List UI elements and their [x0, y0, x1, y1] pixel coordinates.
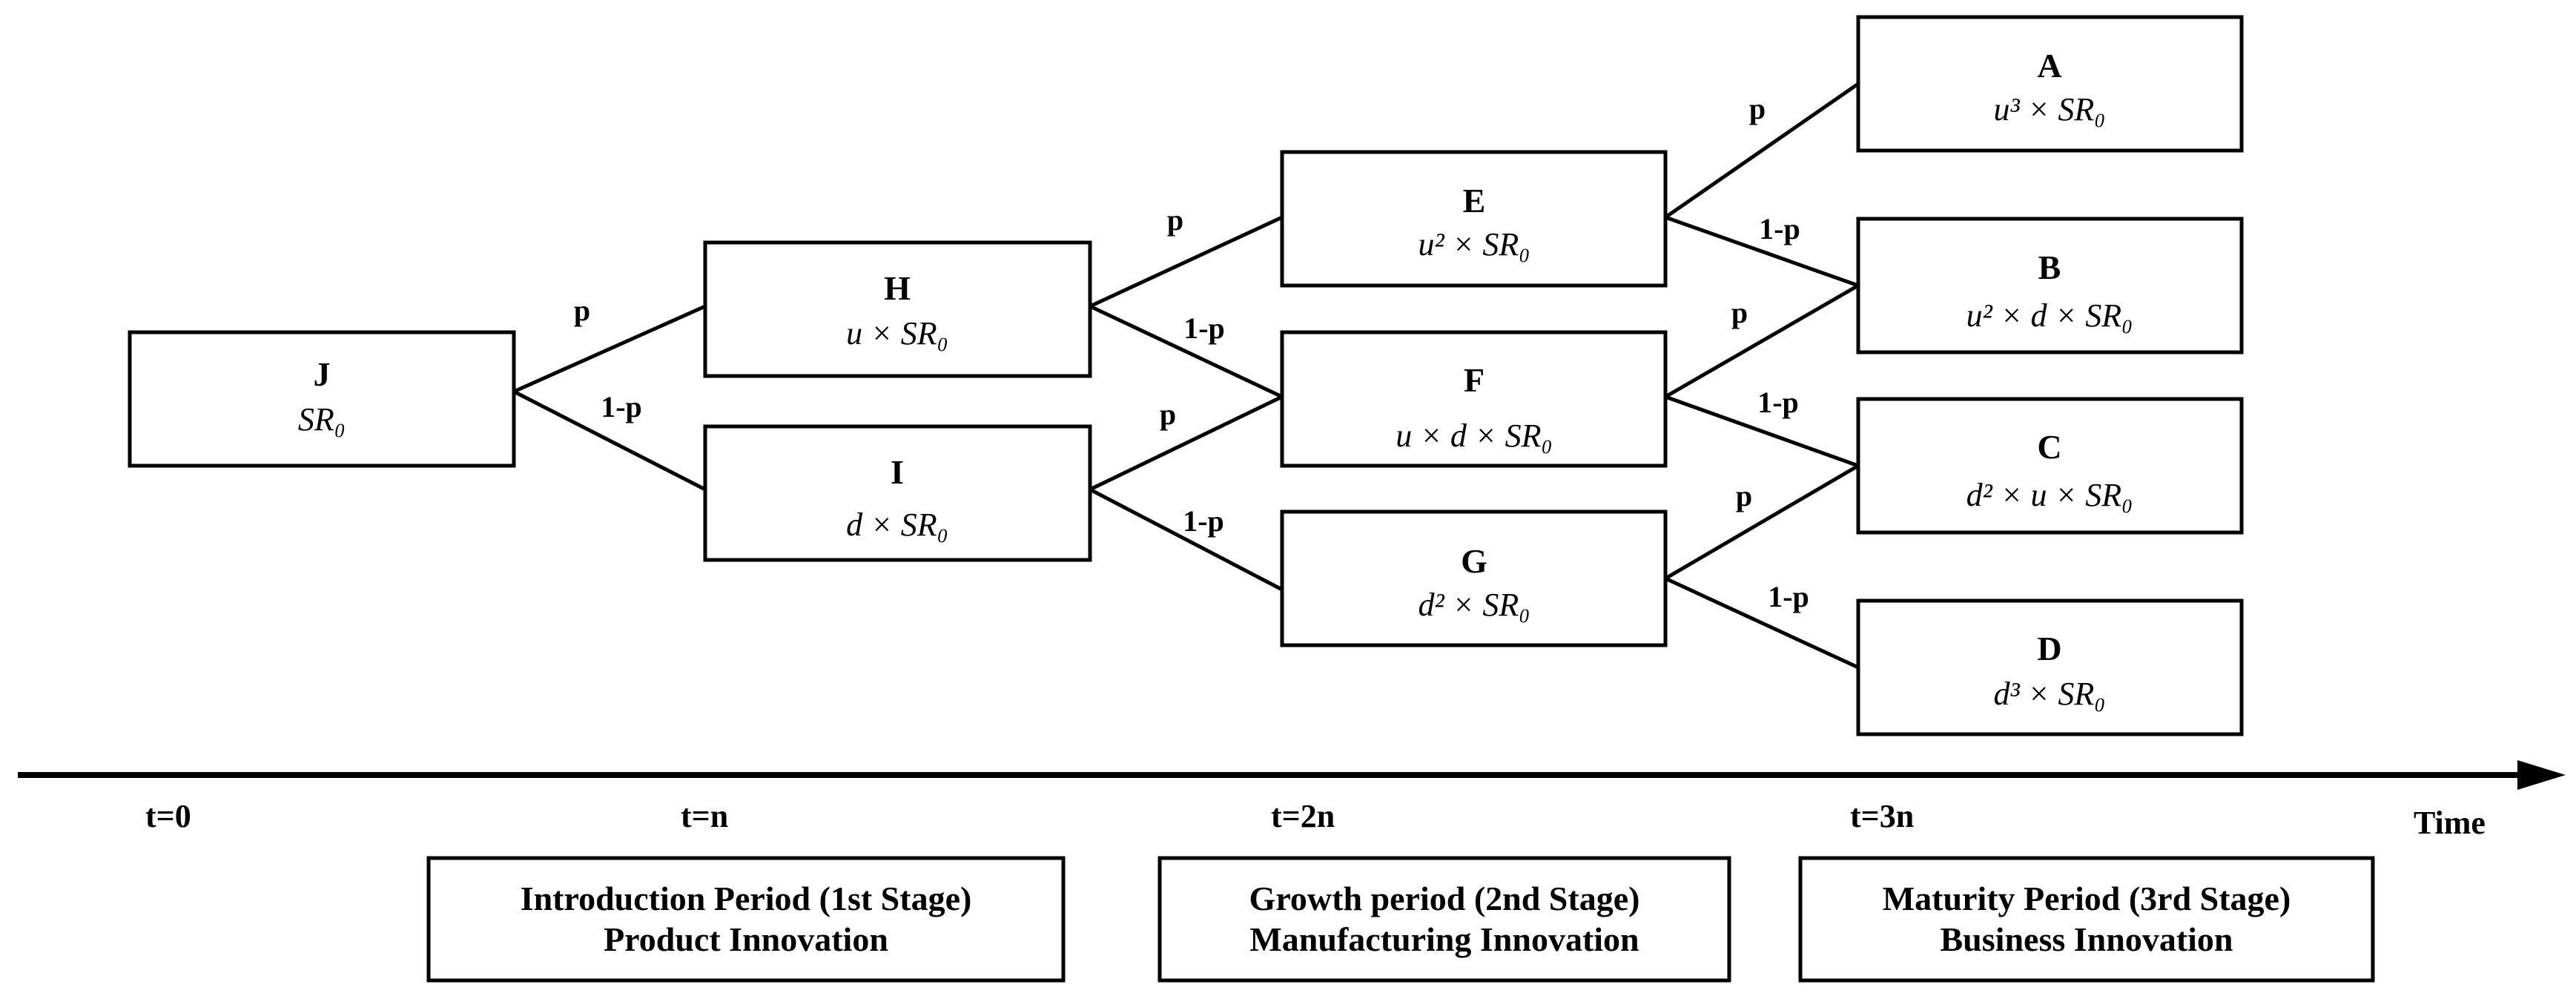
node-c-label: C — [2037, 428, 2061, 466]
probability-labels: p 1-p p 1-p p 1-p p 1-p p 1-p p 1-p — [574, 92, 1809, 613]
stage-maturity-subtitle: Business Innovation — [1941, 920, 2233, 958]
prob-label-g-c: p — [1736, 479, 1752, 512]
node-g-label: G — [1461, 542, 1487, 580]
prob-label-h-f: 1-p — [1183, 311, 1225, 345]
stage-introduction: Introduction Period (1st Stage) Product … — [426, 856, 1066, 983]
node-h-box — [703, 240, 1092, 378]
stage-maturity-box — [1798, 856, 2375, 983]
node-h-formula: u × SR₀ — [846, 315, 948, 352]
node-i-formula: d × SR₀ — [846, 507, 948, 543]
node-b-formula: u² × d × SR₀ — [1966, 297, 2133, 334]
edge-e-a — [1664, 82, 1860, 220]
node-j-formula: SR₀ — [298, 401, 346, 438]
node-a-formula: u³ × SR₀ — [1993, 91, 2105, 128]
node-d-box — [1856, 598, 2244, 736]
edge-e-b — [1665, 215, 1859, 288]
prob-label-i-g: 1-p — [1183, 504, 1224, 538]
node-j-label: J — [314, 355, 331, 393]
edge-j-i — [512, 389, 707, 492]
edge-h-f — [1089, 304, 1284, 399]
node-c: C d² × u × SR₀ — [1856, 397, 2244, 535]
prob-label-j-h: p — [574, 294, 590, 327]
tick-label-tn: t=n — [681, 798, 728, 834]
node-d-label: D — [2037, 630, 2061, 667]
edge-g-d — [1664, 576, 1860, 670]
stage-growth-box — [1157, 856, 1731, 983]
tree-edges — [512, 82, 1860, 670]
node-e-formula: u² × SR₀ — [1418, 226, 1530, 263]
time-axis-label: Time — [2414, 805, 2486, 841]
node-g-formula: d² × SR₀ — [1418, 587, 1530, 623]
node-i: I d × SR₀ — [703, 424, 1092, 562]
edge-f-c — [1665, 395, 1859, 468]
node-c-box — [1856, 397, 2244, 535]
node-h: H u × SR₀ — [703, 240, 1092, 378]
node-f-formula: u × d × SR₀ — [1396, 418, 1553, 454]
stage-introduction-box — [426, 856, 1066, 983]
stage-introduction-title: Introduction Period (1st Stage) — [521, 880, 972, 917]
node-g: G d² × SR₀ — [1280, 509, 1668, 647]
node-j-box — [128, 330, 516, 468]
node-f: F u × d × SR₀ — [1280, 330, 1668, 468]
node-d-formula: d³ × SR₀ — [1993, 676, 2105, 712]
prob-label-j-i: 1-p — [601, 390, 642, 423]
prob-label-f-c: 1-p — [1757, 386, 1799, 419]
timeline: Time t=0 t=n t=2n t=3n — [18, 760, 2566, 841]
stage-maturity-title: Maturity Period (3rd Stage) — [1883, 880, 2291, 917]
prob-label-h-e: p — [1167, 203, 1183, 237]
stage-growth: Growth period (2nd Stage) Manufacturing … — [1157, 856, 1731, 983]
stage-growth-subtitle: Manufacturing Innovation — [1249, 920, 1639, 958]
prob-label-g-d: 1-p — [1768, 580, 1809, 613]
tick-label-t0: t=0 — [145, 798, 191, 834]
node-f-box — [1280, 330, 1668, 468]
edge-g-c — [1664, 464, 1860, 581]
tick-label-t2n: t=2n — [1271, 798, 1335, 834]
edge-i-g — [1089, 487, 1284, 592]
prob-label-e-b: 1-p — [1759, 212, 1800, 245]
edge-j-h — [512, 304, 707, 394]
node-a-label: A — [2037, 47, 2061, 85]
time-axis-arrowhead — [2517, 760, 2566, 790]
node-a-box — [1856, 15, 2244, 153]
node-g-box — [1280, 509, 1668, 647]
stage-boxes: Introduction Period (1st Stage) Product … — [426, 856, 2375, 983]
tick-label-t3n: t=3n — [1850, 798, 1914, 834]
node-e: E u² × SR₀ — [1280, 150, 1668, 288]
node-a: A u³ × SR₀ — [1856, 15, 2244, 153]
node-f-label: F — [1464, 361, 1484, 399]
node-i-label: I — [891, 453, 904, 491]
node-j: J SR₀ — [128, 330, 516, 468]
node-b-label: B — [2038, 248, 2061, 286]
stage-maturity: Maturity Period (3rd Stage) Business Inn… — [1798, 856, 2375, 983]
node-h-label: H — [884, 269, 911, 307]
node-i-box — [703, 424, 1092, 562]
prob-label-e-a: p — [1749, 92, 1766, 125]
edge-i-f — [1089, 395, 1284, 492]
prob-label-f-b: p — [1731, 296, 1748, 329]
prob-label-i-f: p — [1160, 398, 1176, 431]
node-c-formula: d² × u × SR₀ — [1966, 477, 2133, 513]
node-e-box — [1280, 150, 1668, 288]
stage-growth-title: Growth period (2nd Stage) — [1249, 880, 1640, 917]
node-e-label: E — [1463, 182, 1486, 220]
node-b: B u² × d × SR₀ — [1856, 217, 2244, 354]
node-d: D d³ × SR₀ — [1856, 598, 2244, 736]
tree-nodes: J SR₀ H u × SR₀ I d × SR₀ E u² × SR₀ F u… — [128, 15, 2244, 736]
edge-h-e — [1089, 215, 1284, 309]
edge-f-b — [1664, 283, 1860, 399]
node-b-box — [1856, 217, 2244, 354]
stage-introduction-subtitle: Product Innovation — [604, 920, 888, 958]
